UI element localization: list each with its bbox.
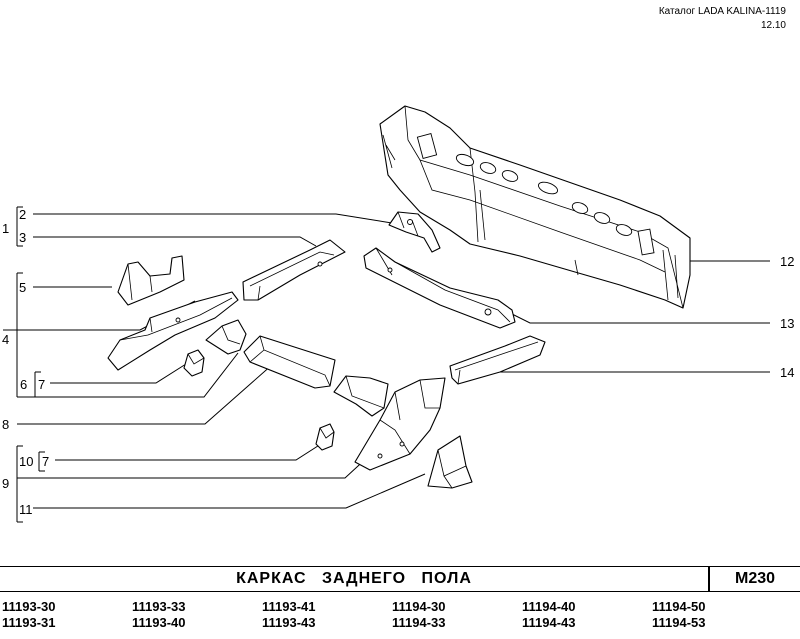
part-floor-bracket xyxy=(333,375,389,417)
parts-diagram: 1 2 3 4 5 6 7 8 7 10 9 11 12 13 14 xyxy=(2,105,794,523)
callout-11: 11 xyxy=(19,502,33,517)
diagram-title: КАРКАС ЗАДНЕГО ПОЛА xyxy=(236,570,472,587)
part-12-rear-panel xyxy=(379,105,691,309)
callout-5: 5 xyxy=(19,280,26,295)
model-code: 11193-41 xyxy=(262,599,316,614)
callout-1: 1 xyxy=(2,221,9,236)
part-10-side-member xyxy=(354,377,446,471)
part-6-bracket xyxy=(205,319,247,355)
callout-2: 2 xyxy=(19,207,26,222)
model-code: 11193-40 xyxy=(132,615,186,630)
model-code: 11194-50 xyxy=(652,599,706,614)
model-code: 11194-43 xyxy=(522,615,576,630)
model-code: 11194-53 xyxy=(652,615,706,630)
catalog-date: 12.10 xyxy=(760,20,786,31)
callout-brackets xyxy=(3,206,45,523)
part-14-rail xyxy=(449,335,546,385)
callout-14: 14 xyxy=(780,365,794,380)
callout-7a: 7 xyxy=(38,377,45,392)
callout-numbers: 1 2 3 4 5 6 7 8 7 10 9 11 12 13 14 xyxy=(2,207,794,517)
part-4-side-member xyxy=(107,291,239,371)
part-8-channel xyxy=(243,335,336,389)
model-code: 11193-31 xyxy=(2,615,56,630)
title-separator xyxy=(708,567,710,591)
callout-3: 3 xyxy=(19,230,26,245)
callout-7b: 7 xyxy=(42,454,49,469)
model-code: 11194-33 xyxy=(392,615,446,630)
part-2-bracket xyxy=(388,211,441,253)
callout-9: 9 xyxy=(2,476,9,491)
catalog-title: Каталог LADA KALINA-1119 xyxy=(658,6,786,17)
part-5-bracket xyxy=(117,255,185,306)
part-13-cross-member xyxy=(363,247,516,329)
callout-13: 13 xyxy=(780,316,794,331)
model-code: 11194-30 xyxy=(392,599,446,614)
part-7-clip-upper xyxy=(183,349,205,377)
title-bar: КАРКАС ЗАДНЕГО ПОЛА M230 xyxy=(0,566,800,592)
part-7-clip-lower xyxy=(315,423,335,451)
model-code: 11193-43 xyxy=(262,615,316,630)
callout-10: 10 xyxy=(19,454,33,469)
part-11-bracket xyxy=(427,435,473,489)
model-code: 11193-33 xyxy=(132,599,186,614)
model-code: 11193-30 xyxy=(2,599,56,614)
section-code: M230 xyxy=(734,570,776,587)
callout-4: 4 xyxy=(2,332,9,347)
part-3-rail xyxy=(242,239,346,301)
model-code: 11194-40 xyxy=(522,599,576,614)
callout-8: 8 xyxy=(2,417,9,432)
callout-6: 6 xyxy=(20,377,27,392)
callout-12: 12 xyxy=(780,254,794,269)
